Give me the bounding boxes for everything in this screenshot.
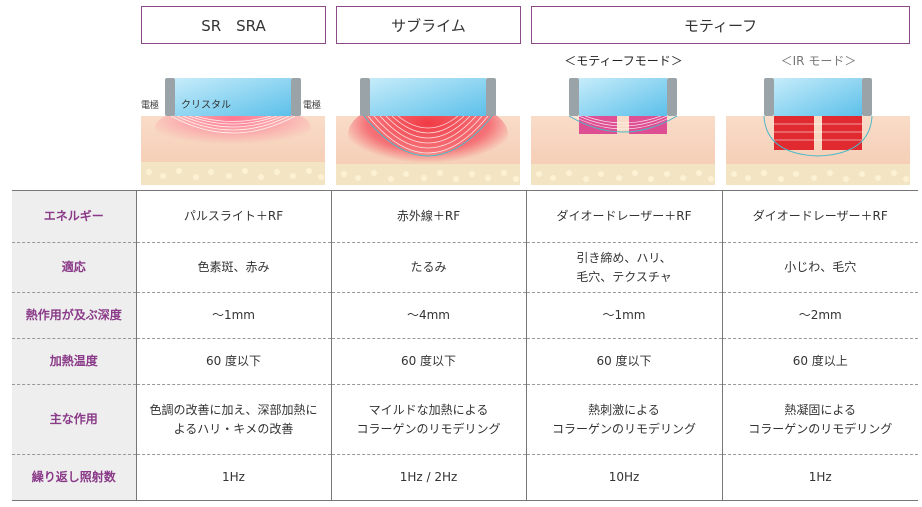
table-cell: ダイオードレーザー＋RF <box>721 190 918 243</box>
motif-mode-diagram <box>531 78 715 185</box>
header-sr-sra: SR SRA <box>141 6 326 44</box>
row-label: 熱作用が及ぶ深度 <box>12 292 136 339</box>
table-cell: 60 度以下 <box>135 338 331 385</box>
table-cell: 1Hz <box>135 454 331 501</box>
table-cell: 色調の改善に加え、深部加熱に よるハリ・キメの改善 <box>135 384 331 455</box>
illustration-motif-mode <box>531 72 715 185</box>
crystal-label: クリスタル <box>181 99 231 111</box>
ir-mode-diagram <box>726 78 910 185</box>
table-cell: 引き締め、ハリ、 毛穴、テクスチャ <box>525 242 722 293</box>
table-cell: たるみ <box>330 242 526 293</box>
table-cell: マイルドな加熱による コラーゲンのリモデリング <box>330 384 526 455</box>
table-cell: 60 度以下 <box>330 338 526 385</box>
header-sr-sra-label: SR SRA <box>201 16 266 35</box>
table-cell: 1Hz / 2Hz <box>330 454 526 501</box>
illustration-ir-mode <box>726 72 910 185</box>
header-motif: モティーフ <box>531 6 910 44</box>
illustration-sublime <box>336 72 520 185</box>
table-cell: 赤外線＋RF <box>330 190 526 243</box>
table-cell: ～2mm <box>721 292 918 339</box>
illustration-sr-sra: 電極 クリスタル 電極 <box>141 72 325 185</box>
sr-sra-diagram: 電極 クリスタル 電極 <box>141 78 325 185</box>
table-cell: 色素斑、赤み <box>135 242 331 293</box>
row-label: 加熱温度 <box>12 338 136 385</box>
electrode-right-label: 電極 <box>303 99 321 111</box>
row-label: エネルギー <box>12 190 136 243</box>
header-sublime: サブライム <box>336 6 521 44</box>
table-cell: 1Hz <box>721 454 918 501</box>
table-cell: 熱刺激による コラーゲンのリモデリング <box>525 384 722 455</box>
row-label: 適応 <box>12 242 136 293</box>
table-cell: 60 度以上 <box>721 338 918 385</box>
row-label: 主な作用 <box>12 384 136 455</box>
row-label: 繰り返し照射数 <box>12 454 136 501</box>
table-cell: 60 度以下 <box>525 338 722 385</box>
header-sublime-label: サブライム <box>391 16 466 35</box>
table-cell: 熱凝固による コラーゲンのリモデリング <box>721 384 918 455</box>
table-row: 主な作用色調の改善に加え、深部加熱に よるハリ・キメの改善マイルドな加熱による … <box>12 384 918 455</box>
sublime-diagram <box>336 78 520 185</box>
table-cell: ～4mm <box>330 292 526 339</box>
table-row: 熱作用が及ぶ深度～1mm～4mm～1mm～2mm <box>12 292 918 339</box>
table-cell: 小じわ、毛穴 <box>721 242 918 293</box>
header-motif-label: モティーフ <box>683 16 758 35</box>
electrode-left-label: 電極 <box>141 99 159 111</box>
table-cell: パルスライト＋RF <box>135 190 331 243</box>
ir-mode-label: ＜IR モード＞ <box>780 54 857 68</box>
table-cell: ～1mm <box>525 292 722 339</box>
motif-mode-label: ＜モティーフモード＞ <box>564 54 683 68</box>
table-cell: 10Hz <box>525 454 722 501</box>
table-cell: ダイオードレーザー＋RF <box>525 190 722 243</box>
table-cell: ～1mm <box>135 292 331 339</box>
table-row: 適応色素斑、赤みたるみ引き締め、ハリ、 毛穴、テクスチャ小じわ、毛穴 <box>12 242 918 293</box>
